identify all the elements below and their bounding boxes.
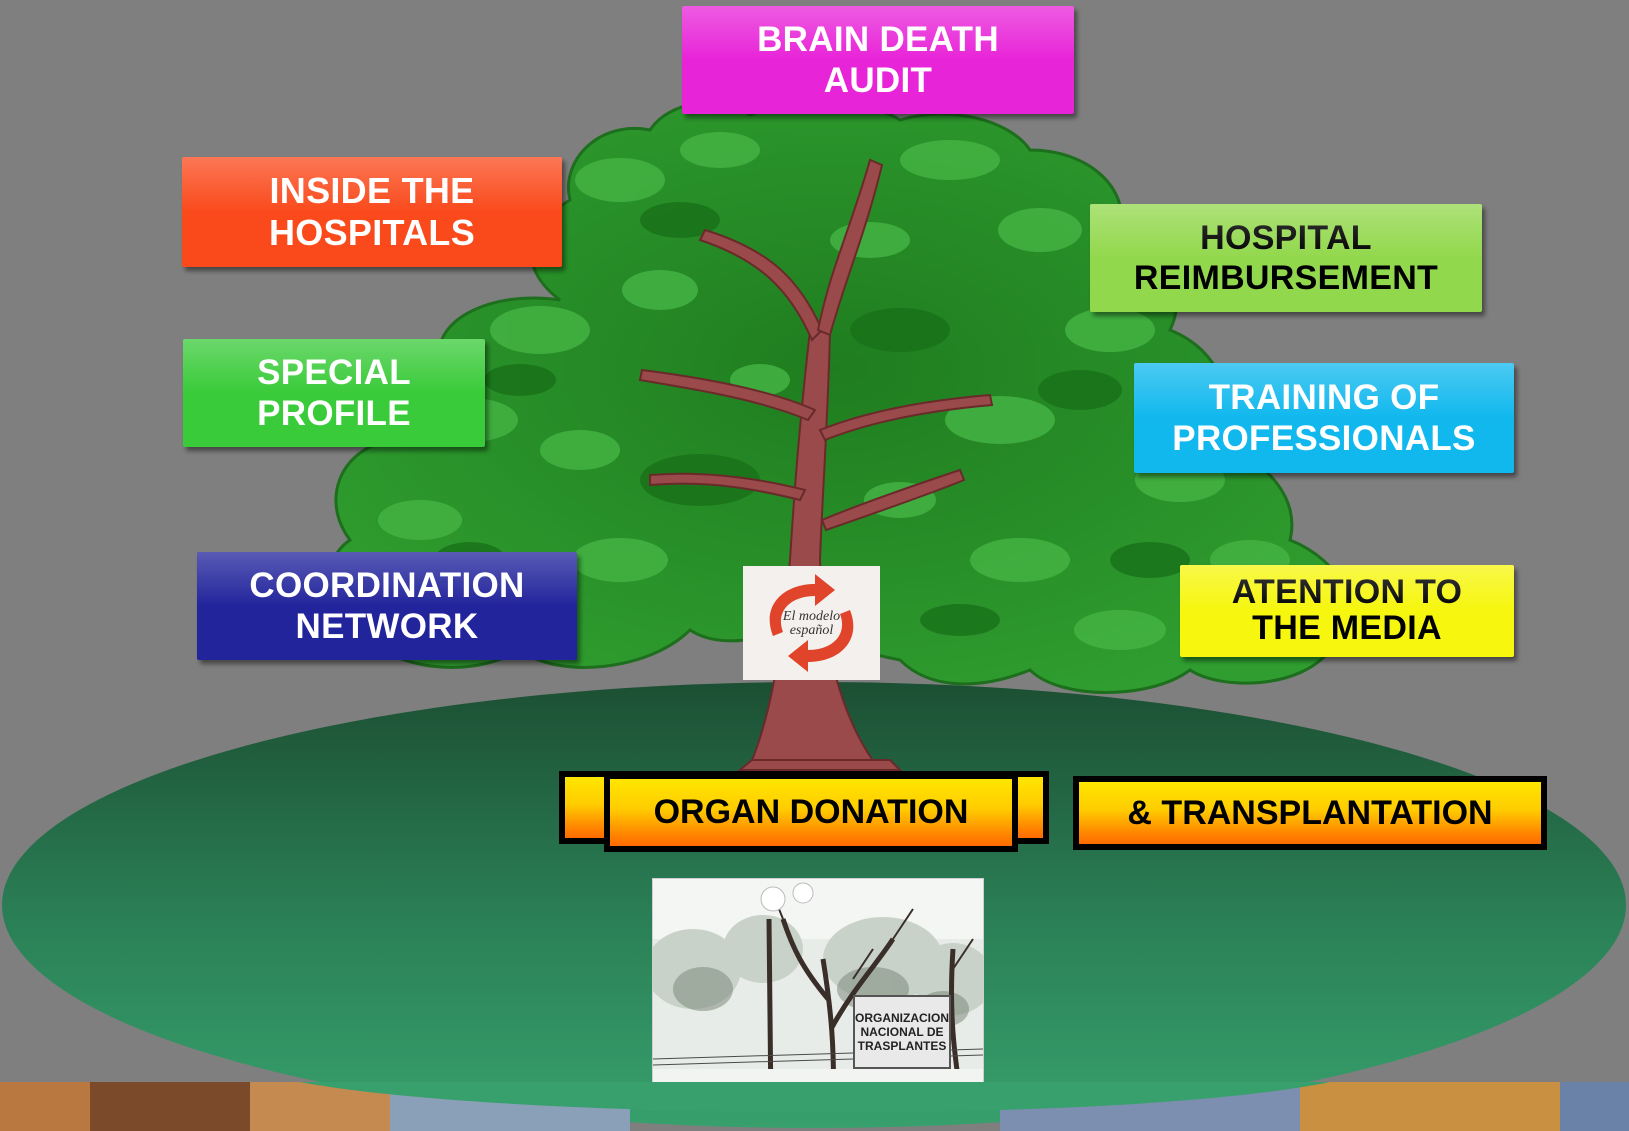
recycle-arrows-icon xyxy=(769,574,854,672)
box-coordination-network: COORDINATION NETWORK xyxy=(197,552,577,660)
box-label: HOSPITAL REIMBURSEMENT xyxy=(1133,218,1439,297)
ont-sign: ORGANIZACION NACIONAL DE TRASPLANTES xyxy=(853,995,951,1069)
box-label: ATENTION TO THE MEDIA xyxy=(1231,573,1463,647)
box-label: COORDINATION NETWORK xyxy=(249,565,525,646)
banner-label: ORGAN DONATION xyxy=(653,793,969,831)
box-inside-the-hospitals: INSIDE THE HOSPITALS xyxy=(182,157,562,267)
logo-caption: El modelo español xyxy=(782,609,841,638)
banner-organ-donation: ORGAN DONATION xyxy=(604,773,1018,852)
box-hospital-reimbursement: HOSPITAL REIMBURSEMENT xyxy=(1090,204,1482,312)
box-label: SPECIAL PROFILE xyxy=(257,352,411,433)
bottom-photo-strip xyxy=(0,1082,1629,1131)
box-label: TRAINING OF PROFESSIONALS xyxy=(1172,377,1476,458)
box-special-profile: SPECIAL PROFILE xyxy=(183,339,485,447)
box-brain-death-audit: BRAIN DEATH AUDIT xyxy=(682,6,1074,114)
box-label: BRAIN DEATH AUDIT xyxy=(757,19,999,100)
modelo-espanol-logo: El modelo español xyxy=(743,566,880,680)
box-label: INSIDE THE HOSPITALS xyxy=(268,169,476,253)
box-training-of-professionals: TRAINING OF PROFESSIONALS xyxy=(1134,363,1514,473)
ont-building-photo: ORGANIZACION NACIONAL DE TRASPLANTES xyxy=(652,878,984,1110)
banner-transplantation: & TRANSPLANTATION xyxy=(1073,776,1547,850)
banner-label: & TRANSPLANTATION xyxy=(1127,793,1493,832)
box-atention-to-the-media: ATENTION TO THE MEDIA xyxy=(1180,565,1514,657)
